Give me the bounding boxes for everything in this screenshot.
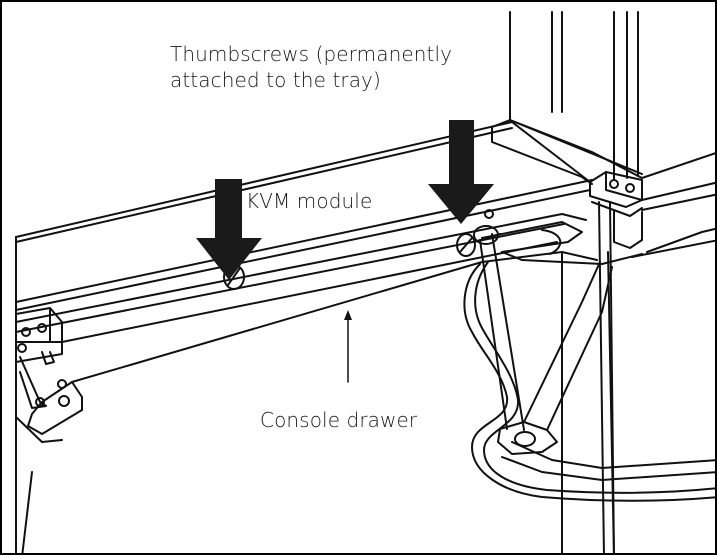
thumbscrew-right — [456, 233, 476, 257]
rack-frame-lower-right — [561, 227, 715, 553]
thumbscrews-label-line2: attached to the tray) — [170, 68, 381, 92]
thumbscrew-arrow-left — [196, 179, 262, 280]
console-drawer-callout — [344, 310, 352, 383]
tray-hole — [484, 209, 494, 219]
kvm-module-tray — [15, 121, 593, 311]
left-side-bracket — [15, 307, 63, 443]
thumbscrews-label: Thumbscrews (permanently attached to the… — [170, 41, 452, 93]
kvm-module-label: KVM module — [246, 189, 373, 213]
cable-loop — [463, 261, 715, 502]
rear-rack-post-left — [15, 236, 33, 553]
console-drawer-label: Console drawer — [260, 408, 418, 432]
support-arm — [473, 221, 643, 455]
rack-uprights-right — [509, 11, 639, 553]
thumbscrew-arrow-right — [428, 120, 494, 224]
thumbscrews-label-line1: Thumbscrews (permanently — [170, 42, 453, 66]
console-drawer-rail — [15, 213, 598, 435]
